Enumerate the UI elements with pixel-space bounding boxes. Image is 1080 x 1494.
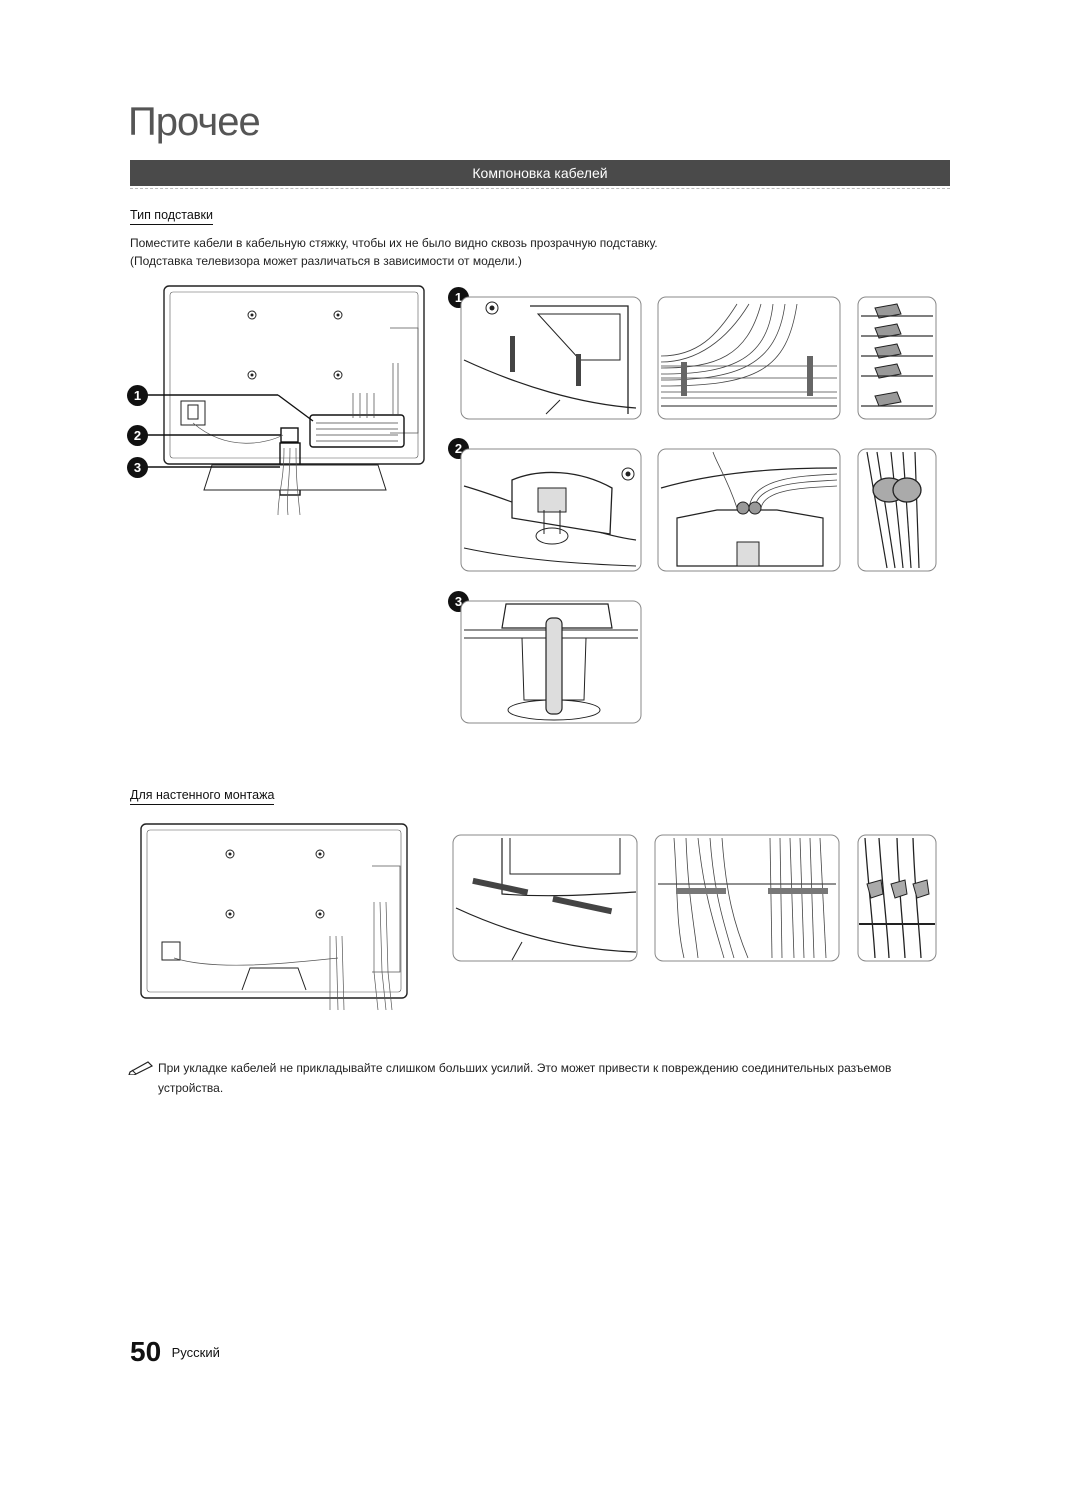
wall-tv-corner-illustration [452,834,638,962]
wall-cable-bundle-illustration [654,834,840,962]
step1-tv-corner-illustration [460,296,642,420]
step-badge-3: 3 [127,457,148,478]
page-footer: 50 Русский [130,1336,220,1368]
stand-model-note: (Подставка телевизора может различаться … [130,254,522,268]
wall-mount-heading: Для настенного монтажа [130,788,275,805]
tv-rear-stand-illustration [137,285,425,516]
page-language: Русский [171,1345,220,1360]
step1-cable-bundle-illustration [657,296,841,420]
step-badge-2: 2 [127,425,148,446]
page-number: 50 [130,1336,162,1367]
wall-clip-closeup-illustration [857,834,937,962]
section-divider [130,188,950,189]
stand-instruction-text: Поместите кабели в кабельную стяжку, что… [130,236,658,250]
step-badge-1: 1 [127,385,148,406]
note-block: При укладке кабелей не прикладывайте сли… [128,1058,948,1098]
note-pencil-icon [128,1061,154,1075]
tv-rear-wall-mount-illustration [140,823,408,1011]
note-text: При укладке кабелей не прикладывайте сли… [158,1061,892,1095]
step2-stand-neck-illustration [460,448,642,572]
chapter-title: Прочее [128,100,261,144]
stand-type-heading: Тип подставки [130,208,213,225]
step3-stand-cover-illustration [460,600,642,724]
step2-clamp-closeup-illustration [857,448,937,572]
step2-cable-holder-illustration [657,448,841,572]
step1-clip-closeup-illustration [857,296,937,420]
section-title-bar: Компоновка кабелей [130,160,950,186]
